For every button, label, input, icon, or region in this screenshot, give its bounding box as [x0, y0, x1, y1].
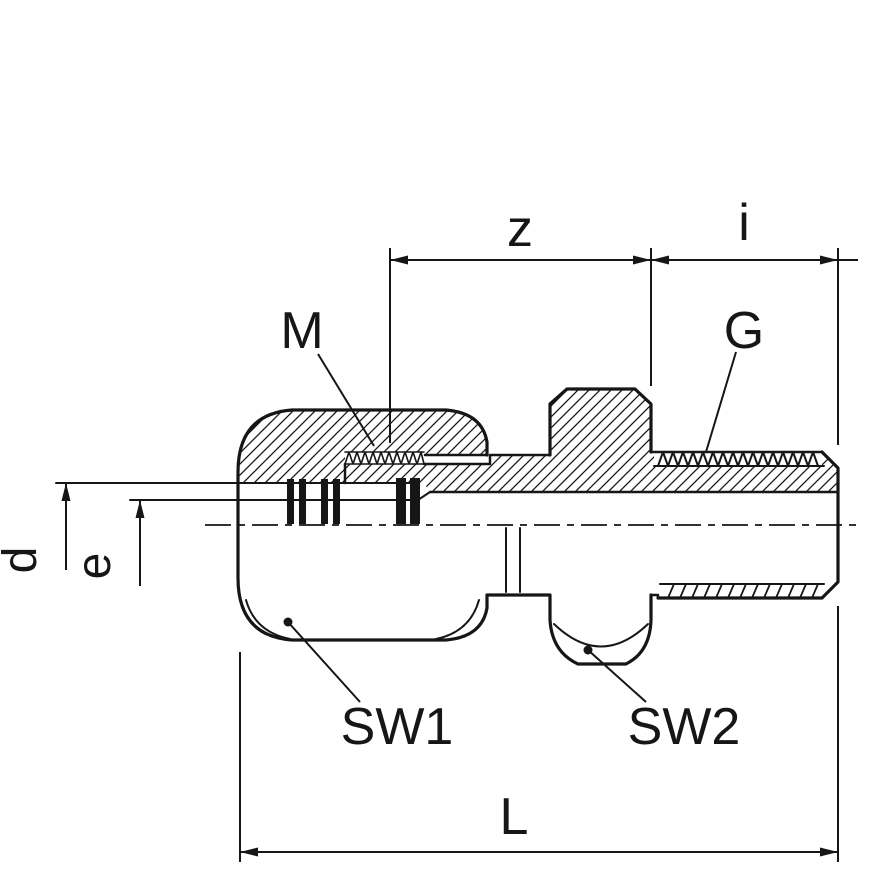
- inner-edges: [343, 450, 840, 600]
- label-sw2: SW2: [628, 698, 741, 756]
- arrowhead: [240, 847, 258, 857]
- leader-line: [317, 353, 375, 447]
- arrowhead: [390, 255, 408, 265]
- leader-line: [587, 649, 647, 703]
- ferrule-bar: [287, 479, 294, 524]
- arrowhead: [633, 255, 651, 265]
- stud-thread-teeth: [657, 451, 819, 467]
- ferrule-bar: [333, 479, 340, 524]
- dimension-z: z: [389, 200, 858, 443]
- ferrule-bar: [299, 479, 306, 524]
- arrowhead: [61, 483, 71, 501]
- callout-m: M: [280, 302, 375, 447]
- leader-dot: [283, 617, 293, 627]
- label-sw1: SW1: [341, 698, 454, 756]
- label-z: z: [507, 200, 533, 258]
- arrowhead: [651, 255, 669, 265]
- arrowhead: [820, 847, 838, 857]
- label-m: M: [280, 302, 323, 360]
- dimension-d: d: [0, 483, 71, 573]
- dimension-i: i: [651, 194, 839, 445]
- thread-view-lines: [667, 583, 819, 599]
- leader-dot: [583, 645, 593, 655]
- callout-sw2: SW2: [583, 645, 741, 756]
- label-d: d: [0, 547, 47, 574]
- dimension-l: L: [239, 606, 839, 862]
- callout-g: G: [705, 302, 764, 453]
- leader-line: [705, 351, 737, 453]
- label-i: i: [738, 194, 750, 252]
- nut-thread-teeth: [344, 451, 425, 465]
- nut-section-hatch: [238, 410, 487, 483]
- dimension-e: e: [68, 500, 145, 586]
- label-l: L: [500, 788, 529, 846]
- callout-sw1: SW1: [283, 617, 454, 756]
- leader-line: [287, 621, 361, 703]
- arrowhead: [135, 500, 145, 518]
- label-g: G: [724, 302, 764, 360]
- label-e: e: [68, 553, 121, 580]
- extension-line: [239, 606, 839, 862]
- extension-line: [389, 248, 652, 443]
- ferrule-bar: [321, 479, 328, 524]
- section-hatch-group: [238, 389, 838, 492]
- arrowhead: [820, 255, 838, 265]
